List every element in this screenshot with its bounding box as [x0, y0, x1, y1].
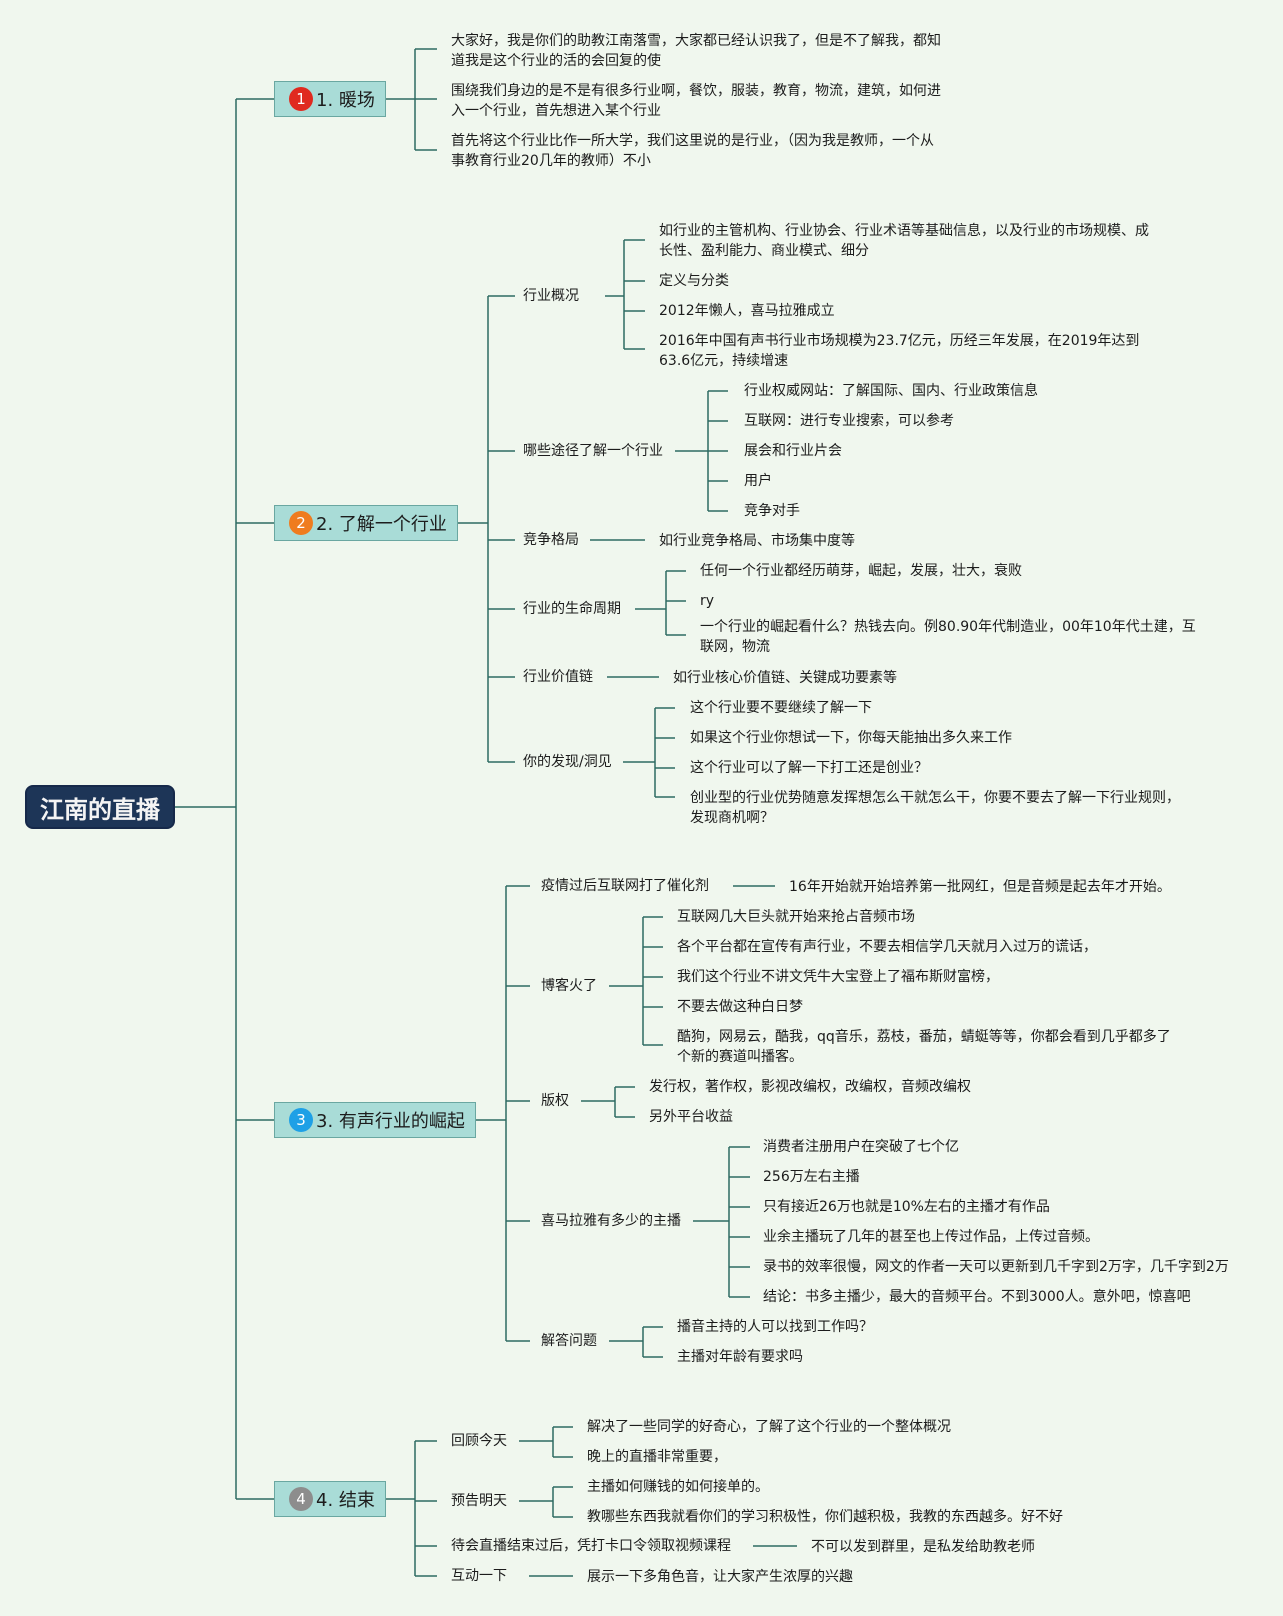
- leaf-text: 教哪些东西我就看你们的学习积极性，你们越积极，我教的东西越多。好不好: [587, 1509, 1063, 1525]
- number-badge-icon: 2: [289, 511, 313, 535]
- leaf-text: 围绕我们身边的是不是有很多行业啊，餐饮，服装，教育，物流，建筑，如何进入一个行业…: [451, 83, 941, 119]
- leaf-text: 播音主持的人可以找到工作吗？: [677, 1319, 873, 1335]
- leaf-text: 大家好，我是你们的助教江南落雪，大家都已经认识我了，但是不了解我，都知道我是这个…: [451, 33, 941, 69]
- leaf-text: 竞争对手: [744, 503, 800, 519]
- branch-label: 1. 暖场: [316, 90, 375, 111]
- sub-topic[interactable]: 待会直播结束过后，凭打卡口令领取视频课程: [451, 1538, 731, 1554]
- sub-topic[interactable]: 行业的生命周期: [523, 601, 621, 617]
- root-node[interactable]: 江南的直播: [25, 785, 175, 829]
- leaf-text: 一个行业的崛起看什么？热钱去向。例80.90年代制造业，00年10年代土建，互联…: [700, 619, 1196, 655]
- branch-label: 4. 结束: [316, 1490, 375, 1511]
- sub-topic[interactable]: 哪些途径了解一个行业: [523, 443, 663, 459]
- leaf-text: 16年开始就开始培养第一批网红，但是音频是起去年才开始。: [789, 879, 1171, 895]
- leaf-text: 酷狗，网易云，酷我，qq音乐，荔枝，番茄，蜻蜓等等，你都会看到几乎都多了个新的赛…: [677, 1029, 1171, 1065]
- sub-topic[interactable]: 行业概况: [523, 288, 579, 304]
- leaf-text: 这个行业要不要继续了解一下: [690, 700, 872, 716]
- leaf-text: 我们这个行业不讲文凭牛大宝登上了福布斯财富榜，: [677, 969, 999, 985]
- leaf-text: 如行业的主管机构、行业协会、行业术语等基础信息，以及行业的市场规模、成长性、盈利…: [659, 223, 1149, 259]
- leaf-text: 各个平台都在宣传有声行业，不要去相信学几天就月入过万的谎话，: [677, 939, 1097, 955]
- leaf-text: 任何一个行业都经历萌芽，崛起，发展，壮大，衰败: [700, 563, 1022, 579]
- number-badge-icon: 4: [289, 1487, 313, 1511]
- leaf-text: 定义与分类: [659, 273, 729, 289]
- leaf-text: 不要去做这种白日梦: [677, 999, 803, 1015]
- leaf-text: 互联网：进行专业搜索，可以参考: [744, 413, 954, 429]
- leaf-text: 展会和行业片会: [744, 443, 842, 459]
- leaf-text: 业余主播玩了几年的甚至也上传过作品，上传过音频。: [763, 1229, 1099, 1245]
- leaf-text: 创业型的行业优势随意发挥想怎么干就怎么干，你要不要去了解一下行业规则，发现商机啊…: [690, 790, 1180, 826]
- leaf-text: 2016年中国有声书行业市场规模为23.7亿元，历经三年发展，在2019年达到6…: [659, 333, 1140, 369]
- leaf-text: 互联网几大巨头就开始来抢占音频市场: [677, 909, 915, 925]
- leaf-text: 结论：书多主播少，最大的音频平台。不到3000人。意外吧，惊喜吧: [763, 1289, 1191, 1305]
- leaf-text: 晚上的直播非常重要，: [587, 1449, 727, 1465]
- sub-topic[interactable]: 解答问题: [541, 1333, 597, 1349]
- leaf-text: 主播对年龄有要求吗: [677, 1349, 803, 1365]
- leaf-text: 这个行业可以了解一下打工还是创业？: [690, 760, 928, 776]
- leaf-text: 256万左右主播: [763, 1169, 860, 1185]
- leaf-text: 解决了一些同学的好奇心，了解了这个行业的一个整体概况: [587, 1419, 951, 1435]
- sub-topic[interactable]: 行业价值链: [523, 669, 593, 685]
- leaf-text: 首先将这个行业比作一所大学，我们这里说的是行业，（因为我是教师，一个从事教育行业…: [451, 133, 934, 169]
- sub-topic[interactable]: 喜马拉雅有多少的主播: [541, 1213, 681, 1229]
- leaf-text: 录书的效率很慢，网文的作者一天可以更新到几千字到2万字，几千字到2万: [763, 1259, 1229, 1275]
- leaf-text: 发行权，著作权，影视改编权，改编权，音频改编权: [649, 1079, 971, 1095]
- leaf-text: 行业权威网站：了解国际、国内、行业政策信息: [744, 383, 1038, 399]
- sub-topic[interactable]: 回顾今天: [451, 1433, 507, 1449]
- leaf-text: 另外平台收益: [649, 1109, 733, 1125]
- leaf-text: 如行业竞争格局、市场集中度等: [659, 533, 855, 549]
- sub-topic[interactable]: 竞争格局: [523, 532, 579, 548]
- number-badge-icon: 3: [289, 1108, 313, 1132]
- sub-topic[interactable]: 版权: [541, 1093, 569, 1109]
- leaf-text: 如行业核心价值链、关键成功要素等: [673, 670, 897, 686]
- branch-label: 2. 了解一个行业: [316, 514, 447, 535]
- leaf-text: 主播如何赚钱的如何接单的。: [587, 1479, 769, 1495]
- leaf-text: ry: [700, 593, 715, 609]
- sub-topic[interactable]: 预告明天: [451, 1493, 507, 1509]
- leaf-text: 2012年懒人，喜马拉雅成立: [659, 303, 835, 319]
- leaf-text: 只有接近26万也就是10%左右的主播才有作品: [763, 1199, 1050, 1215]
- sub-topic[interactable]: 互动一下: [451, 1568, 507, 1584]
- leaf-text: 展示一下多角色音，让大家产生浓厚的兴趣: [587, 1569, 853, 1585]
- sub-topic[interactable]: 你的发现/洞见: [523, 754, 612, 770]
- sub-topic[interactable]: 疫情过后互联网打了催化剂: [541, 878, 709, 894]
- number-badge-icon: 1: [289, 87, 313, 111]
- sub-topic[interactable]: 博客火了: [541, 978, 597, 994]
- leaf-text: 用户: [744, 473, 772, 489]
- leaf-text: 不可以发到群里，是私发给助教老师: [811, 1539, 1035, 1555]
- leaf-text: 如果这个行业你想试一下，你每天能抽出多久来工作: [690, 730, 1012, 746]
- branch-label: 3. 有声行业的崛起: [316, 1111, 465, 1132]
- leaf-text: 消费者注册用户在突破了七个亿: [763, 1139, 959, 1155]
